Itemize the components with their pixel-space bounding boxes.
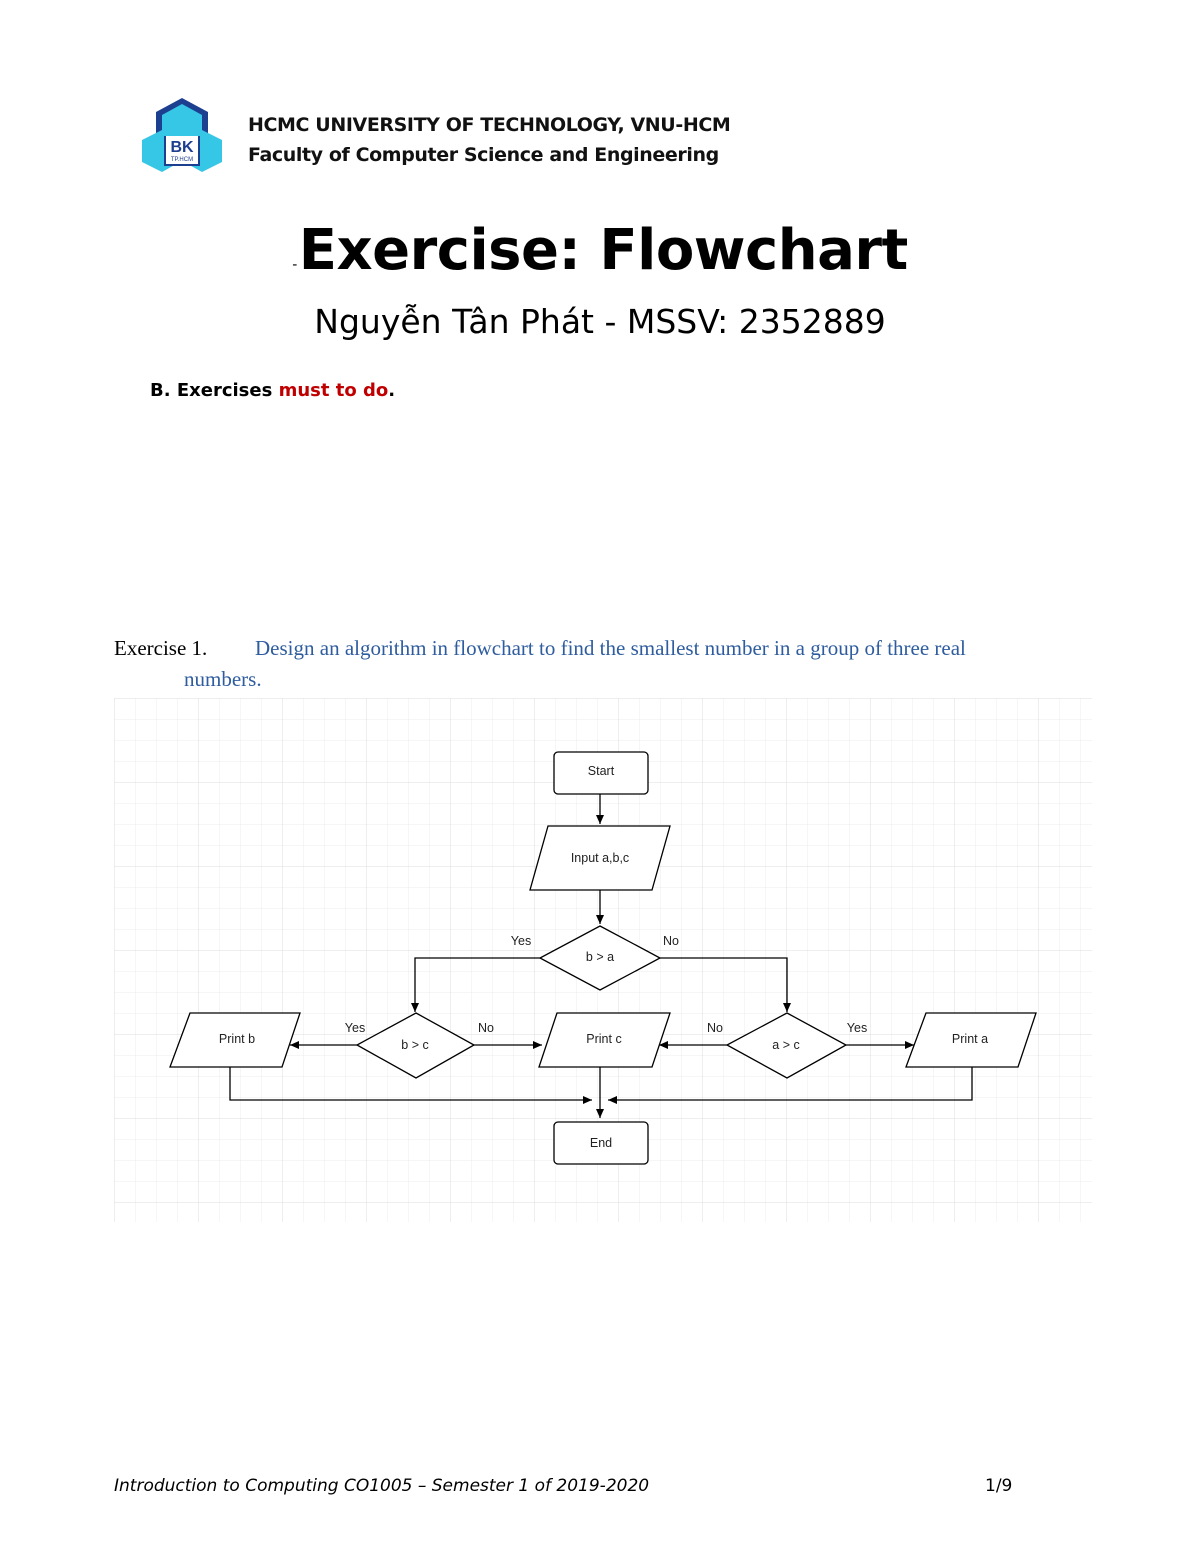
print-a-node (905, 1012, 1037, 1068)
decision-left-node (355, 1012, 476, 1079)
print-b-node (169, 1012, 301, 1068)
print-c-label: Print c (586, 1032, 621, 1046)
input-label: Input a,b,c (571, 851, 629, 865)
section-suffix: . (388, 380, 396, 401)
university-logo: BK TP.HCM (142, 98, 222, 172)
university-name: HCMC UNIVERSITY OF TECHNOLOGY, VNU-HCM (248, 114, 731, 136)
exercise-text-2: numbers. (184, 667, 262, 691)
title-dash: - (292, 257, 297, 273)
page-title: -Exercise: Flowchart (0, 218, 1200, 283)
faculty-name: Faculty of Computer Science and Engineer… (248, 144, 719, 166)
edge-printb-end (229, 1067, 592, 1104)
edge-label-no-left: No (478, 1021, 494, 1035)
decision-right-label: a > c (772, 1038, 799, 1052)
exercise-text-line2: numbers. (184, 667, 262, 692)
exercise-text-line1: Design an algorithm in flowchart to find… (255, 636, 966, 661)
edge-label-no-right: No (707, 1021, 723, 1035)
edge-label-yes-right: Yes (847, 1021, 867, 1035)
author-line: Nguyễn Tân Phát - MSSV: 2352889 (314, 302, 886, 341)
exercise-text-1: Design an algorithm in flowchart to find… (255, 636, 966, 660)
start-label: Start (588, 764, 615, 778)
start-node (553, 751, 649, 795)
edge-printa-end (608, 1067, 973, 1104)
edge-label-yes-left: Yes (345, 1021, 365, 1035)
section-highlight: must to do (278, 380, 389, 401)
decision-main-label: b > a (586, 950, 614, 964)
edge-main-yes (411, 957, 540, 1012)
footer-course: Introduction to Computing CO1005 – Semes… (114, 1476, 650, 1496)
edge-label-yes-main: Yes (511, 934, 531, 948)
logo-subtext: TP.HCM (171, 157, 193, 163)
section-heading: B. Exercises must to do. (150, 380, 395, 401)
decision-right-node (725, 1012, 848, 1079)
edge-main-no (660, 957, 791, 1012)
decision-main-node (538, 925, 662, 991)
flowchart-diagram: Start Input a,b,c b > a b > c a > c Prin… (114, 698, 1092, 1222)
footer-page-number: 1/9 (985, 1476, 1013, 1496)
decision-left-label: b > c (401, 1038, 428, 1052)
section-prefix: B. Exercises (150, 380, 279, 401)
exercise-label: Exercise 1. (114, 636, 208, 660)
end-label: End (590, 1136, 612, 1150)
input-node (529, 825, 671, 891)
title-text: Exercise: Flowchart (298, 218, 908, 283)
print-a-label: Print a (952, 1032, 988, 1046)
print-c-node (538, 1012, 671, 1068)
print-b-label: Print b (219, 1032, 255, 1046)
logo-text: BK (170, 139, 194, 156)
edge-label-no-main: No (663, 934, 679, 948)
end-node (553, 1121, 649, 1165)
